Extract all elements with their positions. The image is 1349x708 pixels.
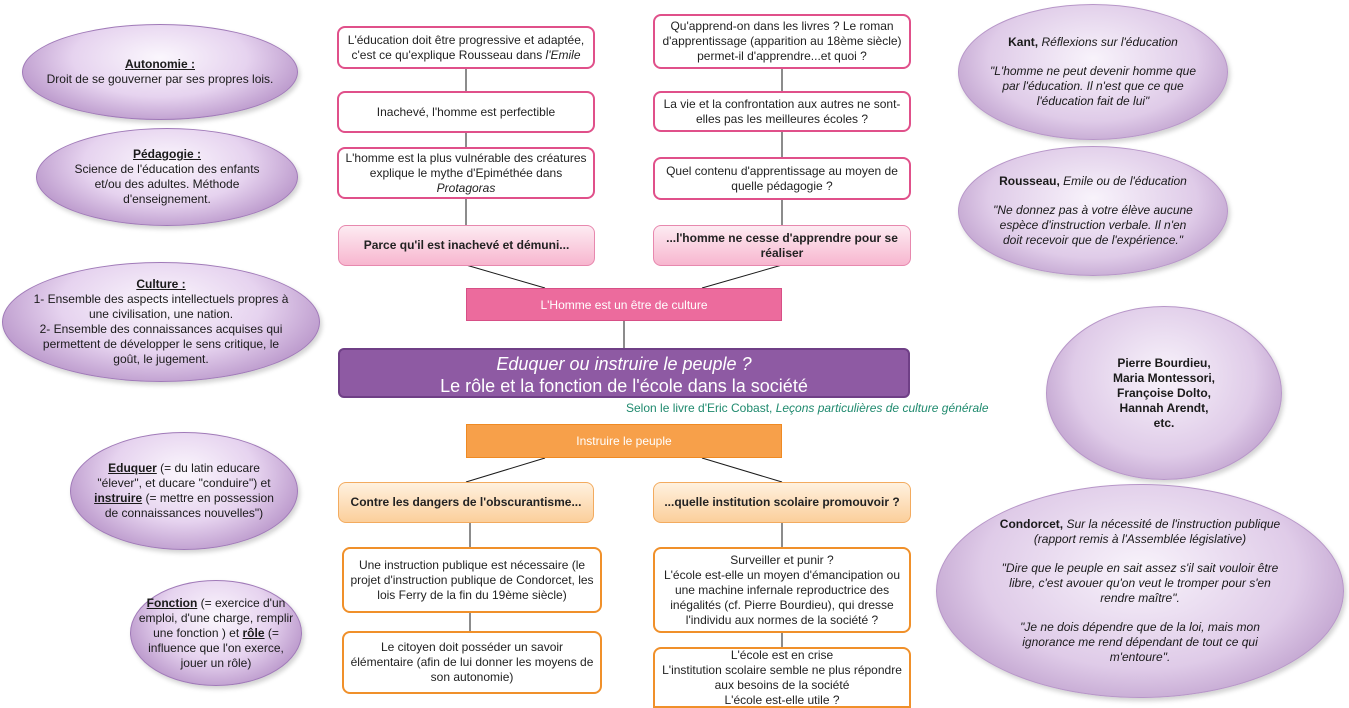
author-name: Pierre Bourdieu,: [1117, 355, 1211, 370]
quote-work: Réflexions sur l'éducation: [1038, 35, 1178, 49]
box-text: La vie et la confrontation aux autres ne…: [663, 96, 901, 126]
culture-right-box-2: La vie et la confrontation aux autres ne…: [653, 91, 911, 132]
box-text: Surveiller et punir ? L'école est-elle u…: [663, 552, 901, 627]
instruire-left-box-1: Une instruction publique est nécessaire …: [342, 547, 602, 613]
definition-term: Fonction: [146, 595, 198, 610]
culture-right-head: ...l'homme ne cesse d'apprendre pour se …: [653, 225, 911, 266]
definition-term: Culture :: [136, 277, 186, 291]
culture-right-box-3: Quel contenu d'apprentissage au moyen de…: [653, 157, 911, 200]
head-text: Parce qu'il est inachevé et démuni...: [363, 238, 570, 252]
definition-text: et: [260, 476, 271, 490]
definition-term: Autonomie :: [125, 57, 195, 71]
instruire-right-box-1: Surveiller et punir ? L'école est-elle u…: [653, 547, 911, 633]
quote-author: Kant,: [1008, 35, 1039, 49]
definition-term: Pédagogie :: [132, 147, 201, 161]
box-text: Qu'apprend-on dans les livres ? Le roman…: [662, 19, 902, 63]
box-text: L'éducation doit être progressive et ada…: [347, 32, 585, 62]
box-text: L'école est en crise L'institution scola…: [662, 647, 902, 707]
definition-term: rôle: [242, 625, 265, 640]
bar-label: L'Homme est un être de culture: [540, 297, 708, 312]
definition-text: (= mettre en possession de connaissances…: [104, 491, 274, 520]
quote-author: Condorcet,: [999, 517, 1064, 531]
definition-term: Eduquer: [108, 461, 157, 475]
head-text: ...l'homme ne cesse d'apprendre pour se …: [666, 230, 898, 260]
definition-text: Droit de se gouverner par ses propres lo…: [46, 72, 274, 86]
authors-list: Pierre Bourdieu, Maria Montessori, Franç…: [1046, 306, 1282, 480]
definition-text: 1- Ensemble des aspects intellectuels pr…: [33, 292, 289, 321]
culture-bar: L'Homme est un être de culture: [466, 288, 782, 321]
connector-line: [701, 264, 783, 289]
definition-term: instruire: [94, 491, 143, 505]
definition-autonomie: Autonomie : Droit de se gouverner par se…: [22, 24, 298, 120]
definition-pedagogie: Pédagogie : Science de l'éducation des e…: [36, 128, 298, 226]
head-text: ...quelle institution scolaire promouvoi…: [664, 495, 900, 509]
box-work: Protagoras: [436, 180, 496, 195]
culture-right-box-1: Qu'apprend-on dans les livres ? Le roman…: [653, 14, 911, 69]
author-name: Maria Montessori,: [1112, 370, 1216, 385]
box-work: l'Emile: [545, 47, 581, 62]
definition-fonction-role: Fonction (= exercice d'un emploi, d'une …: [130, 580, 302, 686]
box-text: Quel contenu d'apprentissage au moyen de…: [666, 163, 898, 193]
box-text: Une instruction publique est nécessaire …: [350, 557, 594, 602]
culture-left-head: Parce qu'il est inachevé et démuni...: [338, 225, 595, 266]
quote-author: Rousseau,: [999, 174, 1060, 188]
instruire-bar: Instruire le peuple: [466, 424, 782, 458]
author-name: Hannah Arendt,: [1119, 400, 1209, 415]
connector-line: [465, 264, 546, 289]
definition-eduquer-instruire: Eduquer (= du latin educare "élever", et…: [70, 432, 298, 550]
quote-text: "Ne donnez pas à votre élève aucune espè…: [993, 203, 1193, 247]
box-text: L'homme est la plus vulnérable des créat…: [345, 150, 587, 180]
page-subtitle: Le rôle et la fonction de l'école dans l…: [440, 376, 808, 396]
connector-line: [701, 457, 783, 483]
quote-text: "Je ne dois dépendre que de la loi, mais…: [1020, 620, 1260, 664]
instruire-right-head: ...quelle institution scolaire promouvoi…: [653, 482, 911, 523]
quote-work: Sur la nécessité de l'instruction publiq…: [1033, 517, 1281, 546]
quote-work: Emile ou de l'éducation: [1059, 174, 1187, 188]
box-text: Inachevé, l'homme est perfectible: [376, 104, 556, 119]
culture-left-box-3: L'homme est la plus vulnérable des créat…: [337, 147, 595, 199]
definition-text: (= exercice d'un emploi, d'une charge, r…: [138, 595, 294, 640]
culture-left-box-1: L'éducation doit être progressive et ada…: [337, 26, 595, 69]
author-name: Françoise Dolto,: [1116, 385, 1211, 400]
definition-culture: Culture : 1- Ensemble des aspects intell…: [2, 262, 320, 382]
bar-label: Instruire le peuple: [576, 434, 672, 448]
instruire-right-box-2: L'école est en crise L'institution scola…: [653, 647, 911, 708]
author-name: etc.: [1153, 415, 1175, 430]
central-title-box: Eduquer ou instruire le peuple ? Le rôle…: [338, 348, 910, 398]
quote-text: "L'homme ne peut devenir homme que par l…: [989, 64, 1196, 108]
definition-text: 2- Ensemble des connaissances acquises q…: [39, 322, 283, 366]
definition-text: (= influence que l'on exerce, jouer un r…: [148, 625, 284, 670]
connector-line: [465, 457, 546, 483]
box-text: Le citoyen doit posséder un savoir éléme…: [350, 640, 594, 684]
quote-rousseau: Rousseau, Emile ou de l'éducation "Ne do…: [958, 146, 1228, 276]
definition-text: (= du latin educare "élever", et ducare …: [97, 461, 261, 490]
definition-text: Science de l'éducation des enfants et/ou…: [74, 162, 260, 206]
quote-text: "Dire que le peuple en sait assez s'il s…: [1001, 561, 1279, 605]
source-reference: Selon le livre d'Eric Cobast, Leçons par…: [626, 401, 989, 415]
culture-left-box-2: Inachevé, l'homme est perfectible: [337, 91, 595, 133]
quote-condorcet: Condorcet, Sur la nécessité de l'instruc…: [936, 484, 1344, 698]
instruire-left-box-2: Le citoyen doit posséder un savoir éléme…: [342, 631, 602, 694]
source-prefix: Selon le livre d'Eric Cobast,: [626, 401, 776, 415]
source-work: Leçons particulières de culture générale: [775, 401, 989, 415]
page-title: Eduquer ou instruire le peuple ?: [496, 354, 752, 374]
head-text: Contre les dangers de l'obscurantisme...: [350, 495, 582, 509]
instruire-left-head: Contre les dangers de l'obscurantisme...: [338, 482, 594, 523]
quote-kant: Kant, Réflexions sur l'éducation "L'homm…: [958, 4, 1228, 140]
